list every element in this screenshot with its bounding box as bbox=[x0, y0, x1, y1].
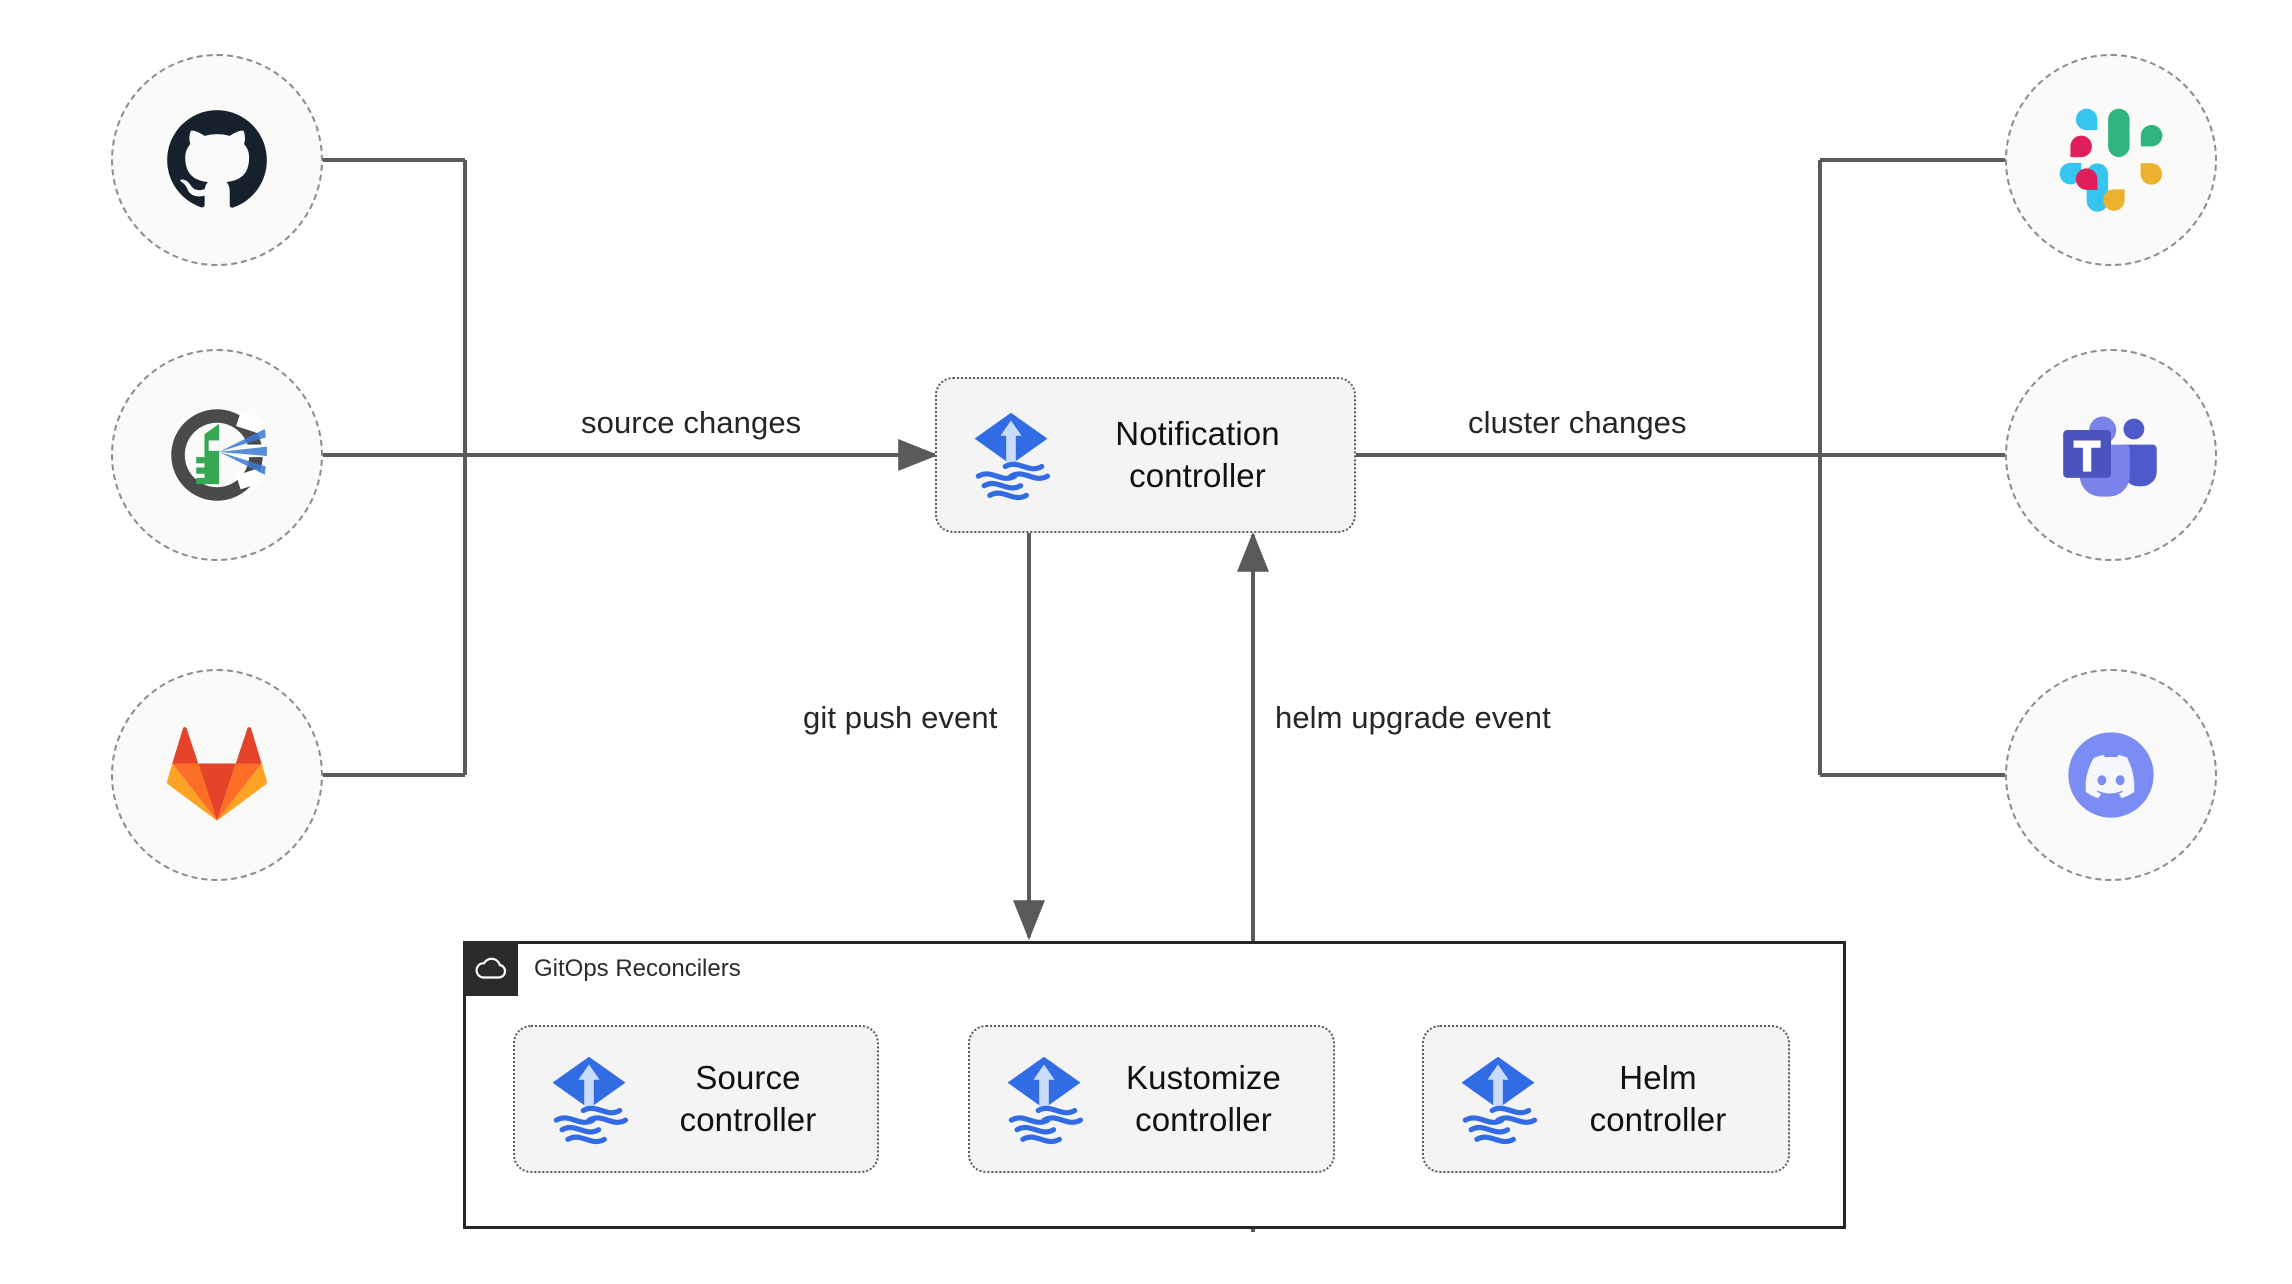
helm-controller-label: Helm controller bbox=[1546, 1057, 1788, 1141]
lighthouse-icon bbox=[171, 409, 267, 501]
edge-label-git-push-event: git push event bbox=[803, 700, 998, 735]
helm-controller-label-line1: Helm bbox=[1619, 1058, 1697, 1096]
destination-node-discord[interactable] bbox=[2005, 669, 2217, 881]
edge-label-cluster-changes: cluster changes bbox=[1468, 405, 1687, 440]
edge-label-helm-upgrade-event: helm upgrade event bbox=[1275, 700, 1551, 735]
flux-logo-icon bbox=[1461, 1056, 1538, 1145]
helm-controller-label-line2: controller bbox=[1589, 1101, 1727, 1138]
gitops-reconcilers-header: GitOps Reconcilers bbox=[463, 941, 741, 996]
edge-label-source-changes: source changes bbox=[581, 405, 802, 440]
source-node-gitlab[interactable] bbox=[111, 669, 323, 881]
kustomize-controller-label-line2: controller bbox=[1135, 1101, 1272, 1138]
notification-controller-label-line1: Notification bbox=[1115, 414, 1280, 452]
cloud-icon-chip bbox=[463, 941, 518, 996]
discord-icon bbox=[2068, 732, 2154, 818]
helm-controller-node[interactable]: Helm controller bbox=[1422, 1025, 1790, 1173]
flux-logo-icon bbox=[552, 1056, 629, 1145]
source-controller-label-line1: Source bbox=[695, 1058, 801, 1096]
gitlab-icon bbox=[166, 727, 268, 821]
flux-logo-icon bbox=[974, 412, 1051, 501]
source-controller-label-line2: controller bbox=[679, 1101, 817, 1138]
microsoft-teams-icon bbox=[2063, 416, 2157, 497]
kustomize-controller-label: Kustomize controller bbox=[1092, 1057, 1333, 1141]
kustomize-controller-node[interactable]: Kustomize controller bbox=[968, 1025, 1335, 1173]
notification-controller-node[interactable]: Notification controller bbox=[935, 377, 1356, 533]
slack-icon bbox=[2059, 108, 2163, 212]
destination-node-teams[interactable] bbox=[2005, 349, 2217, 561]
github-icon bbox=[167, 110, 267, 208]
kustomize-controller-label-line1: Kustomize bbox=[1126, 1058, 1281, 1096]
gitops-reconcilers-title: GitOps Reconcilers bbox=[534, 954, 741, 982]
notification-controller-label: Notification controller bbox=[1059, 413, 1354, 497]
source-controller-node[interactable]: Source controller bbox=[513, 1025, 879, 1173]
cloud-icon bbox=[475, 957, 506, 979]
destination-node-slack[interactable] bbox=[2005, 54, 2217, 266]
notification-controller-label-line2: controller bbox=[1129, 457, 1266, 494]
flux-logo-icon bbox=[1007, 1056, 1084, 1145]
source-node-lighthouse[interactable] bbox=[111, 349, 323, 561]
source-controller-label: Source controller bbox=[637, 1057, 877, 1141]
source-node-github[interactable] bbox=[111, 54, 323, 266]
